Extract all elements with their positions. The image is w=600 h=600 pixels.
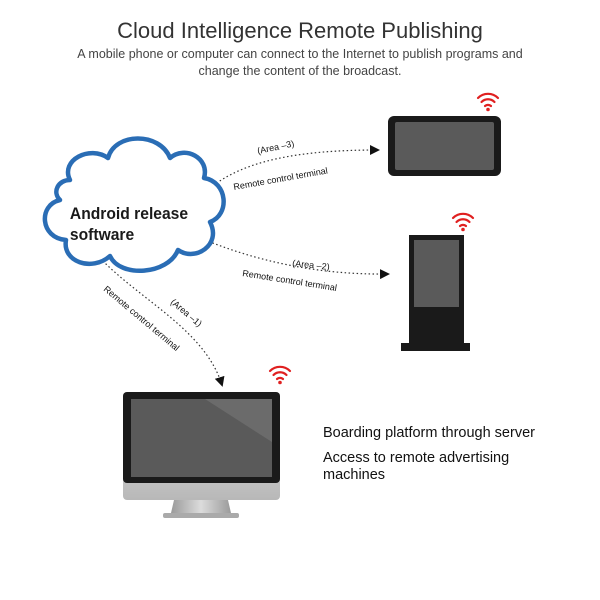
link-area2-path [204,239,390,280]
wifi-icon [451,212,475,232]
info-remote-access: Access to remote advertising machines [323,450,510,483]
area3-label: (Area –3) [256,138,295,156]
area3-terminal-label: Remote control terminal [233,166,329,192]
area2-terminal-label: Remote control terminal [242,268,338,293]
desktop-monitor [123,392,280,518]
wifi-icon [476,92,500,112]
cloud-icon [42,136,226,273]
diagram-subtitle: A mobile phone or computer can connect t… [77,47,523,78]
area1-terminal-label: Remote control terminal [102,284,182,353]
kiosk-device [401,235,470,351]
wifi-icon [268,365,292,385]
tablet-device [388,116,501,176]
link-area1-path [99,257,225,387]
info-boarding-platform: Boarding platform through server [323,425,535,441]
cloud-label-line1: Android release [70,204,188,223]
diagram-title: Cloud Intelligence Remote Publishing [117,18,483,43]
area1-label: (Area –1) [169,297,204,329]
link-area3-path [209,145,380,189]
cloud-label-line2: software [70,225,134,244]
area2-label: (Area –2) [292,258,330,272]
